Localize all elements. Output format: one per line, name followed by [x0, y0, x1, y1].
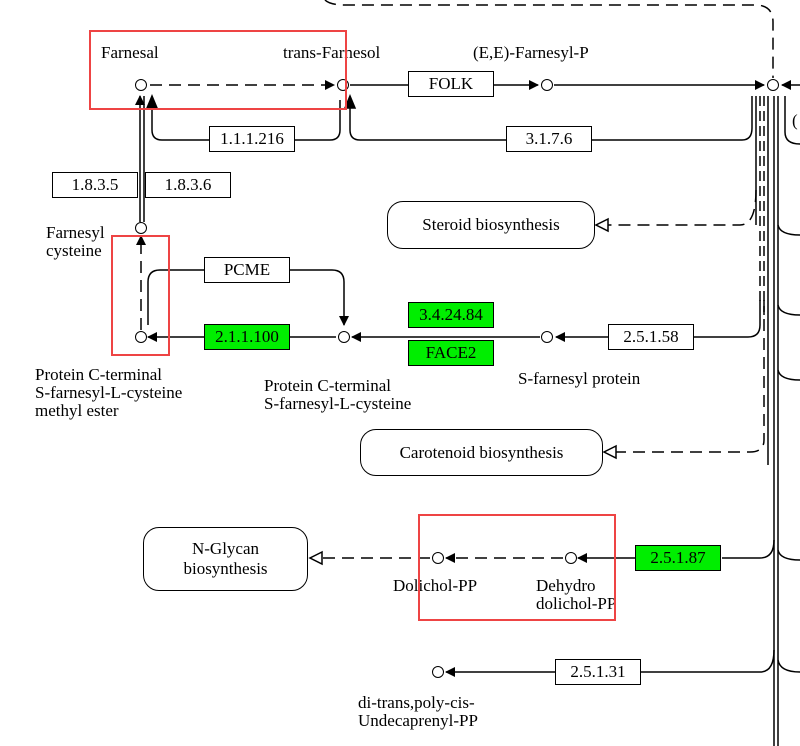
map-link-carotenoid-biosynthesis[interactable]: Carotenoid biosynthesis: [360, 429, 603, 476]
compound-label-undecaprenyl-pp[interactable]: di-trans,poly-cis- Undecaprenyl-PP: [358, 693, 478, 730]
compound-label-dolichol-pp[interactable]: Dolichol-PP: [393, 576, 478, 595]
edge-right-partial-5: [777, 549, 800, 561]
compound-label-ee-farnesyl-p[interactable]: (E,E)-Farnesyl-P: [473, 43, 589, 62]
edge-top-dashed: [324, 0, 774, 78]
compound-node-ee-farnesyl-p[interactable]: [541, 79, 553, 91]
steroid-open-arrow: [594, 217, 609, 233]
compound-node-dolichol-pp[interactable]: [432, 552, 444, 564]
enzyme-3-1-7-6[interactable]: 3.1.7.6: [506, 126, 592, 152]
enzyme-face2[interactable]: FACE2: [408, 340, 494, 366]
edge-1-1-1-216-arrow: [145, 94, 159, 109]
compound-label-protein-methyl-ester[interactable]: Protein C-terminal S-farnesyl-L-cysteine…: [35, 365, 183, 420]
enzyme-2-5-1-87[interactable]: 2.5.1.87: [635, 545, 721, 571]
edge-right-partial-3: [777, 304, 800, 316]
nglycan-open-arrow: [308, 550, 323, 566]
compound-label-trans-farnesol[interactable]: trans-Farnesol: [283, 43, 381, 62]
edge-steroid: [604, 189, 757, 226]
enzyme-2-1-1-100[interactable]: 2.1.1.100: [204, 324, 290, 350]
edge-3-1-7-6-arrow: [343, 94, 357, 109]
enzyme-3-4-24-84[interactable]: 3.4.24.84: [408, 302, 494, 328]
compound-node-protein-methyl-ester[interactable]: [135, 331, 147, 343]
edge-right-partial-2: [777, 224, 800, 236]
edge-right-partial-4: [777, 369, 800, 381]
edge-2-5-1-31-in: [640, 649, 775, 673]
compound-label-protein-cysteine[interactable]: Protein C-terminal S-farnesyl-L-cysteine: [264, 376, 412, 413]
enzyme-1-1-1-216[interactable]: 1.1.1.216: [209, 126, 295, 152]
edge-right-partial-1: [784, 96, 800, 145]
enzyme-pcme[interactable]: PCME: [204, 257, 290, 283]
enzyme-folk[interactable]: FOLK: [408, 71, 494, 97]
compound-node-hub[interactable]: [767, 79, 779, 91]
compound-label-farnesyl-cysteine[interactable]: Farnesyl cysteine: [46, 223, 105, 260]
enzyme-2-5-1-31[interactable]: 2.5.1.31: [555, 659, 641, 685]
compound-label-partial-right[interactable]: (: [792, 111, 798, 130]
edge-right-partial-6: [777, 659, 800, 673]
compound-node-s-farnesyl-protein[interactable]: [541, 331, 553, 343]
enzyme-1-8-3-6[interactable]: 1.8.3.6: [145, 172, 231, 198]
edge-2-5-1-58-in: [692, 300, 761, 338]
enzyme-1-8-3-5[interactable]: 1.8.3.5: [52, 172, 138, 198]
edge-2-5-1-87-in: [722, 539, 775, 559]
map-link-steroid-biosynthesis[interactable]: Steroid biosynthesis: [387, 201, 595, 249]
compound-node-protein-cysteine[interactable]: [338, 331, 350, 343]
carotenoid-open-arrow: [602, 444, 617, 460]
compound-label-farnesal[interactable]: Farnesal: [101, 43, 159, 62]
compound-node-farnesyl-cysteine[interactable]: [135, 222, 147, 234]
map-link-nglycan-biosynthesis[interactable]: N-Glycan biosynthesis: [143, 527, 308, 591]
compound-node-undecaprenyl-pp[interactable]: [432, 666, 444, 678]
compound-label-s-farnesyl-protein[interactable]: S-farnesyl protein: [518, 369, 641, 388]
compound-label-dehydrodolichol-pp[interactable]: Dehydro dolichol-PP: [536, 576, 617, 613]
compound-node-trans-farnesol[interactable]: [337, 79, 349, 91]
enzyme-2-5-1-58[interactable]: 2.5.1.58: [608, 324, 694, 350]
compound-node-farnesal[interactable]: [135, 79, 147, 91]
edge-carotenoid: [612, 300, 765, 453]
compound-node-dehydrodolichol-pp[interactable]: [565, 552, 577, 564]
